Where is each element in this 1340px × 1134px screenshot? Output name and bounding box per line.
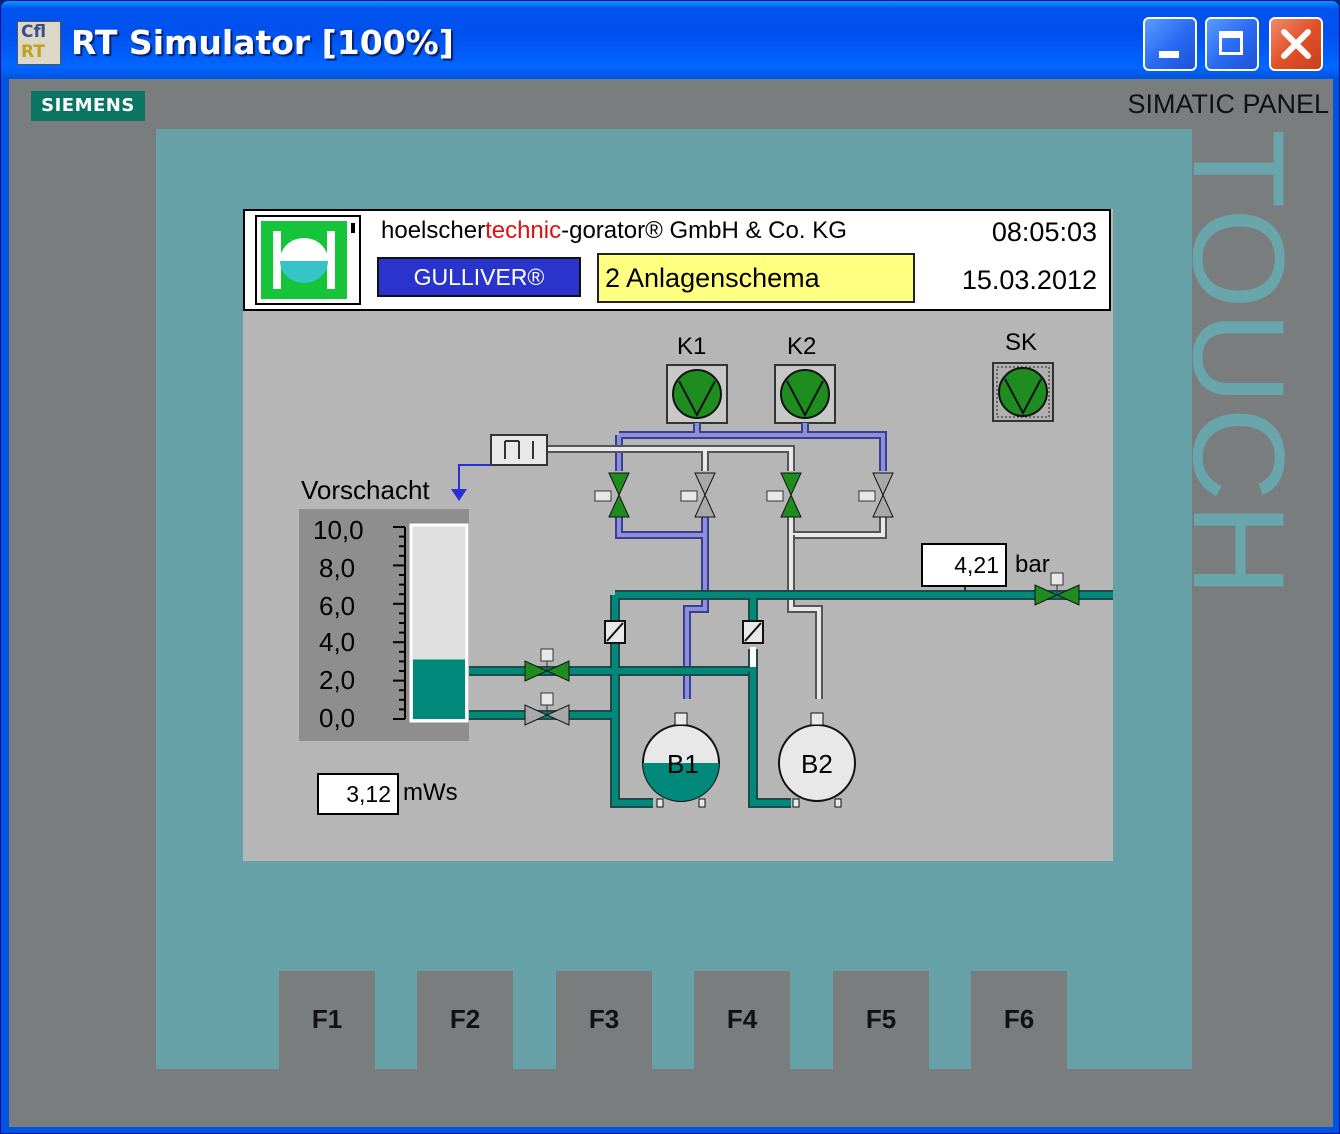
screen-title: 2 Anlagenschema xyxy=(597,253,915,303)
app-icon[interactable]: Cfl RT xyxy=(17,21,61,65)
level-gauge xyxy=(393,523,469,723)
process-diagram xyxy=(299,362,1113,808)
scale-tick-6: 6,0 xyxy=(319,591,356,621)
minimize-icon xyxy=(1159,51,1179,58)
app-icon-top-text: Cfl xyxy=(21,22,47,42)
company-logo xyxy=(255,215,361,305)
level-unit: mWs xyxy=(403,779,458,806)
vessel-b1[interactable] xyxy=(642,712,720,808)
compressor-sk[interactable] xyxy=(992,362,1054,422)
vessel-b1-label: B1 xyxy=(667,749,699,779)
touch-label: TOUCH xyxy=(1166,129,1312,599)
company-name-suffix: -gorator® GmbH & Co. KG xyxy=(561,217,847,244)
vessel-b2-label: B2 xyxy=(801,749,833,779)
function-key-f2[interactable]: F2 xyxy=(417,971,513,1069)
compressor-k1-label: K1 xyxy=(677,333,707,360)
minimize-button[interactable] xyxy=(1143,17,1197,71)
function-key-f5[interactable]: F5 xyxy=(833,971,929,1069)
air-pipes xyxy=(547,423,887,699)
scale-tick-4: 4,0 xyxy=(319,627,356,657)
scale-tick-2: 2,0 xyxy=(319,665,356,695)
title-bar[interactable]: Cfl RT RT Simulator [100%] xyxy=(1,1,1339,79)
scale-tick-10: 10,0 xyxy=(313,515,364,545)
screen-header: hoelschertechnic-gorator® GmbH & Co. KG … xyxy=(243,209,1111,311)
function-key-f6[interactable]: F6 xyxy=(971,971,1067,1069)
inlet-valve-lower[interactable] xyxy=(524,692,570,726)
air-valve-1[interactable] xyxy=(594,472,630,518)
company-name: hoelschertechnic-gorator® GmbH & Co. KG xyxy=(381,217,847,245)
air-valve-2[interactable] xyxy=(680,472,716,518)
company-name-highlight: technic xyxy=(485,217,562,244)
water-pipes xyxy=(469,590,1113,808)
function-key-f3[interactable]: F3 xyxy=(556,971,652,1069)
close-button[interactable] xyxy=(1269,17,1323,71)
level-gauge-fill xyxy=(413,659,465,719)
close-icon xyxy=(1281,29,1311,59)
compressor-k2-label: K2 xyxy=(787,333,817,360)
check-valve-2 xyxy=(742,620,764,644)
hmi-screen: hoelschertechnic-gorator® GmbH & Co. KG … xyxy=(243,209,1113,861)
touch-label-text: TOUCH xyxy=(1166,129,1312,599)
maximize-button[interactable] xyxy=(1205,17,1259,71)
panel-housing: SIEMENS SIMATIC PANEL TOUCH F1 F2 F3 F4 … xyxy=(9,79,1333,1127)
pressure-value-field: 4,21 xyxy=(921,543,1007,587)
pressure-unit: bar xyxy=(1015,551,1050,578)
simatic-panel-label: SIMATIC PANEL xyxy=(1127,89,1329,119)
clock: 08:05:03 xyxy=(991,217,1097,247)
maximize-icon xyxy=(1219,31,1243,55)
air-valve-4[interactable] xyxy=(858,472,894,518)
vessel-b2[interactable] xyxy=(778,712,856,808)
outlet-valve[interactable] xyxy=(1034,572,1080,606)
compressor-k2[interactable] xyxy=(774,364,836,424)
date: 15.03.2012 xyxy=(961,265,1097,295)
product-badge: GULLIVER® xyxy=(377,257,581,297)
level-value-field: 3,12 xyxy=(317,773,399,815)
pre-shaft-label: Vorschacht xyxy=(301,475,430,505)
company-logo-icon xyxy=(261,221,355,299)
scale-tick-0: 0,0 xyxy=(319,703,356,733)
pressure-sensor-unit xyxy=(451,434,548,501)
scale-tick-8: 8,0 xyxy=(319,553,356,583)
app-icon-bottom-text: RT xyxy=(21,42,45,62)
company-name-prefix: hoelscher xyxy=(381,217,486,244)
compressor-sk-label: SK xyxy=(1005,329,1038,356)
air-valve-3[interactable] xyxy=(766,472,802,518)
siemens-logo: SIEMENS xyxy=(31,91,145,121)
check-valve-1 xyxy=(604,620,626,644)
function-key-f4[interactable]: F4 xyxy=(694,971,790,1069)
window-title: RT Simulator [100%] xyxy=(71,23,454,62)
compressor-k1[interactable] xyxy=(666,364,728,424)
function-key-f1[interactable]: F1 xyxy=(279,971,375,1069)
inlet-valve-upper[interactable] xyxy=(524,648,570,682)
